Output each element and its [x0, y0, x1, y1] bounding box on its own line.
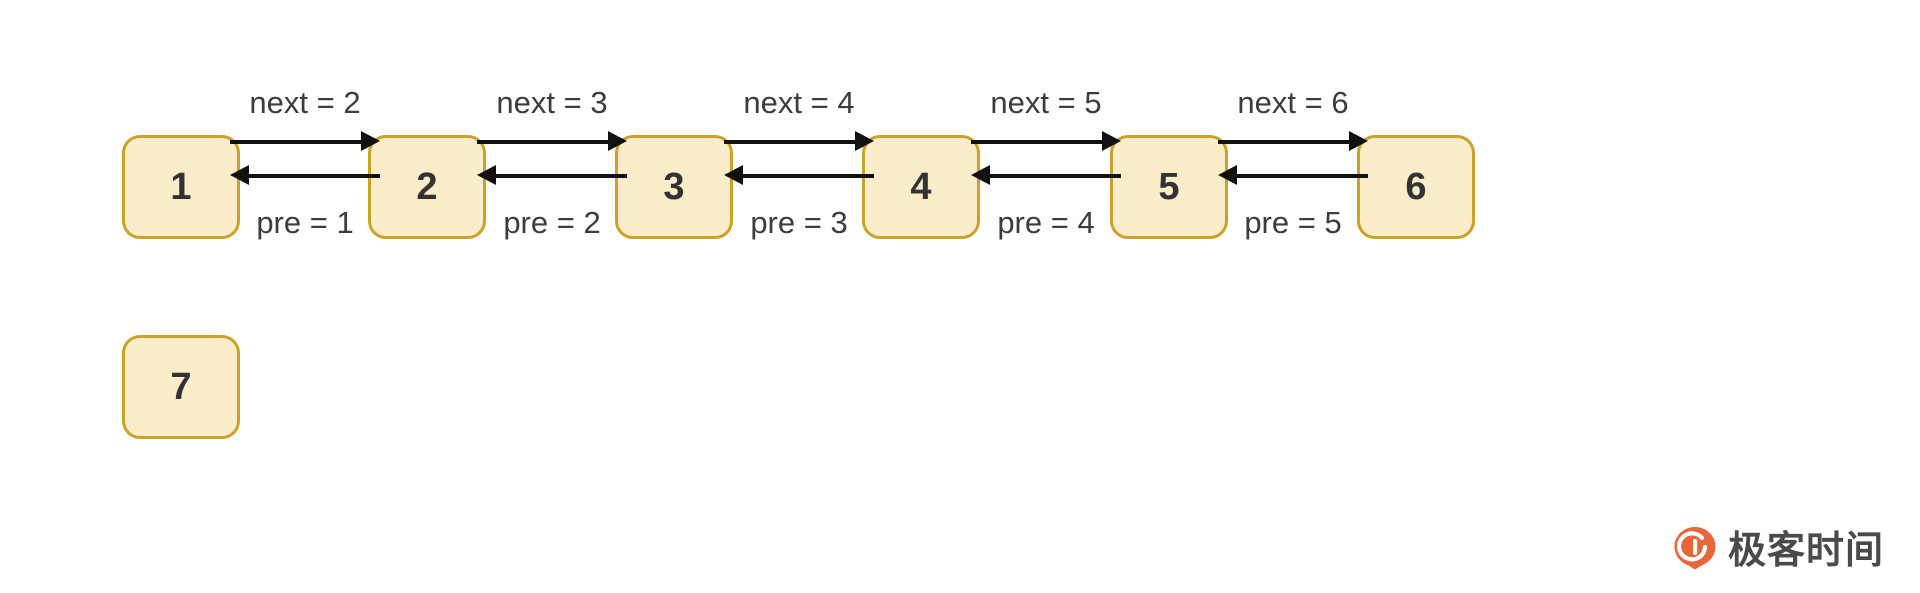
next-pointer-label: next = 2 [249, 85, 361, 120]
edge-pair: next = 4 pre = 3 [724, 85, 874, 268]
forward-arrowhead-icon [361, 131, 380, 151]
node-label: 4 [910, 166, 932, 208]
next-pointer-label: next = 3 [496, 85, 608, 120]
node-label: 7 [170, 366, 192, 408]
edge-pair: next = 2 pre = 1 [230, 85, 380, 268]
backward-arrowhead-icon [477, 165, 496, 185]
next-pointer-label: next = 5 [990, 85, 1102, 120]
forward-arrowhead-icon [608, 131, 627, 151]
pre-pointer-label: pre = 4 [997, 205, 1095, 240]
list-node: 6 [1357, 135, 1475, 239]
forward-arrow-line [230, 140, 364, 144]
brand-name: 极客时间 [1727, 528, 1884, 572]
backward-arrow-line [740, 174, 874, 178]
forward-arrowhead-icon [1349, 131, 1368, 151]
backward-arrowhead-icon [230, 165, 249, 185]
pre-pointer-label: pre = 1 [256, 205, 354, 240]
backward-arrow-line [987, 174, 1121, 178]
next-pointer-label: next = 4 [743, 85, 855, 120]
detached-node: 7 [122, 335, 240, 439]
pre-pointer-label: pre = 5 [1244, 205, 1342, 240]
node-label: 5 [1158, 166, 1180, 208]
forward-arrow-line [971, 140, 1105, 144]
forward-arrow-line [724, 140, 858, 144]
node-label: 1 [170, 166, 192, 208]
brand-watermark: 极客时间 [1672, 525, 1884, 575]
pre-pointer-label: pre = 3 [750, 205, 848, 240]
node-label: 2 [416, 166, 438, 208]
list-node: 4 [862, 135, 980, 239]
list-node: 5 [1110, 135, 1228, 239]
forward-arrow-line [1218, 140, 1352, 144]
next-pointer-label: next = 6 [1237, 85, 1349, 120]
geektime-logo-icon [1674, 527, 1716, 570]
logo-stem-shape [1692, 539, 1698, 555]
backward-arrow-line [246, 174, 380, 178]
forward-arrowhead-icon [1102, 131, 1121, 151]
list-node: 1 [122, 135, 240, 239]
backward-arrow-line [493, 174, 627, 178]
edge-pair: next = 6 pre = 5 [1218, 85, 1368, 268]
edge-pair: next = 5 pre = 4 [971, 85, 1121, 268]
list-node: 2 [368, 135, 486, 239]
backward-arrowhead-icon [1218, 165, 1237, 185]
backward-arrowhead-icon [971, 165, 990, 185]
pre-pointer-label: pre = 2 [503, 205, 601, 240]
node-label: 3 [663, 166, 685, 208]
logo-ring-shape [1676, 531, 1708, 562]
forward-arrow-line [477, 140, 611, 144]
list-node: 3 [615, 135, 733, 239]
node-label: 6 [1405, 166, 1427, 208]
backward-arrowhead-icon [724, 165, 743, 185]
edge-pair: next = 3 pre = 2 [477, 85, 627, 268]
backward-arrow-line [1234, 174, 1368, 178]
forward-arrowhead-icon [855, 131, 874, 151]
